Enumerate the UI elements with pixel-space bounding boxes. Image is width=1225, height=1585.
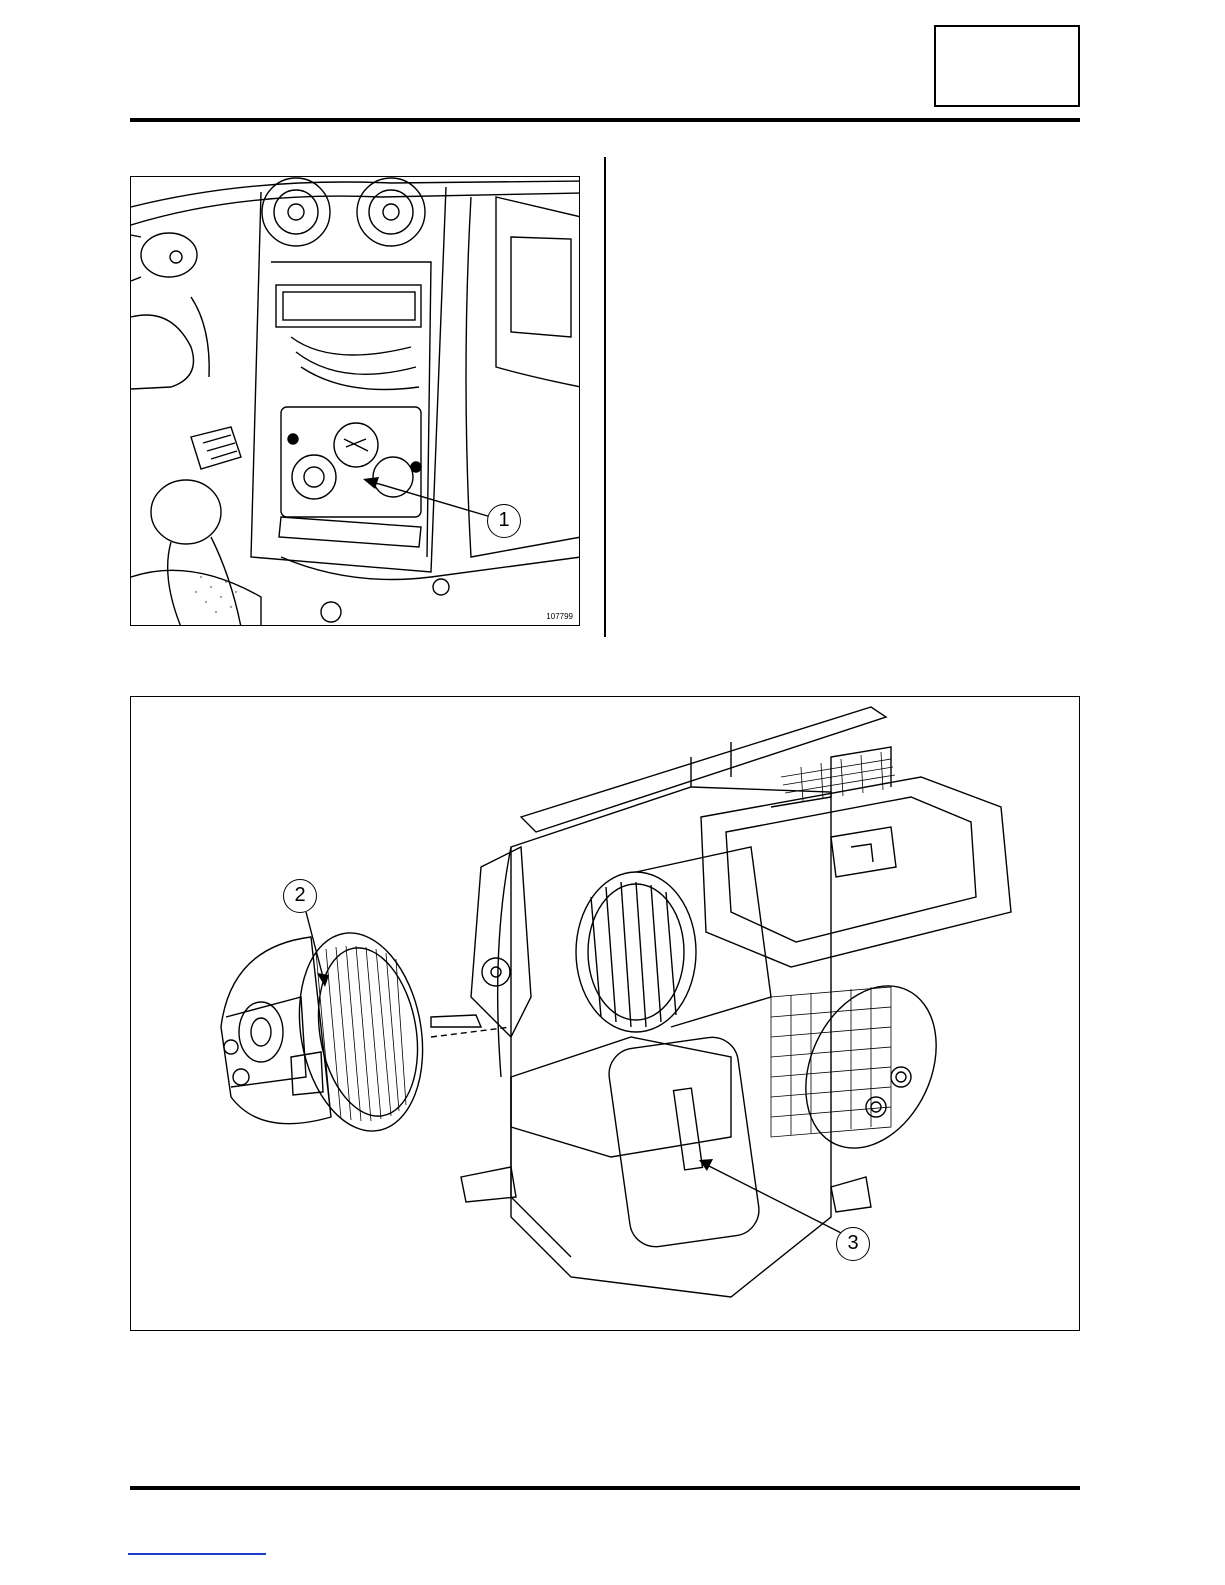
figure-reference-number: 107799 bbox=[546, 612, 573, 621]
footer-rule bbox=[130, 1486, 1080, 1490]
column-divider bbox=[604, 157, 606, 637]
header-rule bbox=[130, 118, 1080, 122]
dashboard-illustration bbox=[131, 177, 580, 626]
footer-link-underline[interactable] bbox=[128, 1553, 266, 1555]
figure-dashboard-heater-control: 1 107799 bbox=[130, 176, 580, 626]
callout-1: 1 bbox=[487, 504, 521, 538]
callout-2: 2 bbox=[283, 879, 317, 913]
callout-3: 3 bbox=[836, 1227, 870, 1261]
figure-heater-unit-blower: 2 3 bbox=[130, 696, 1080, 1331]
heater-unit-illustration bbox=[131, 697, 1080, 1331]
section-code-box bbox=[934, 25, 1080, 107]
